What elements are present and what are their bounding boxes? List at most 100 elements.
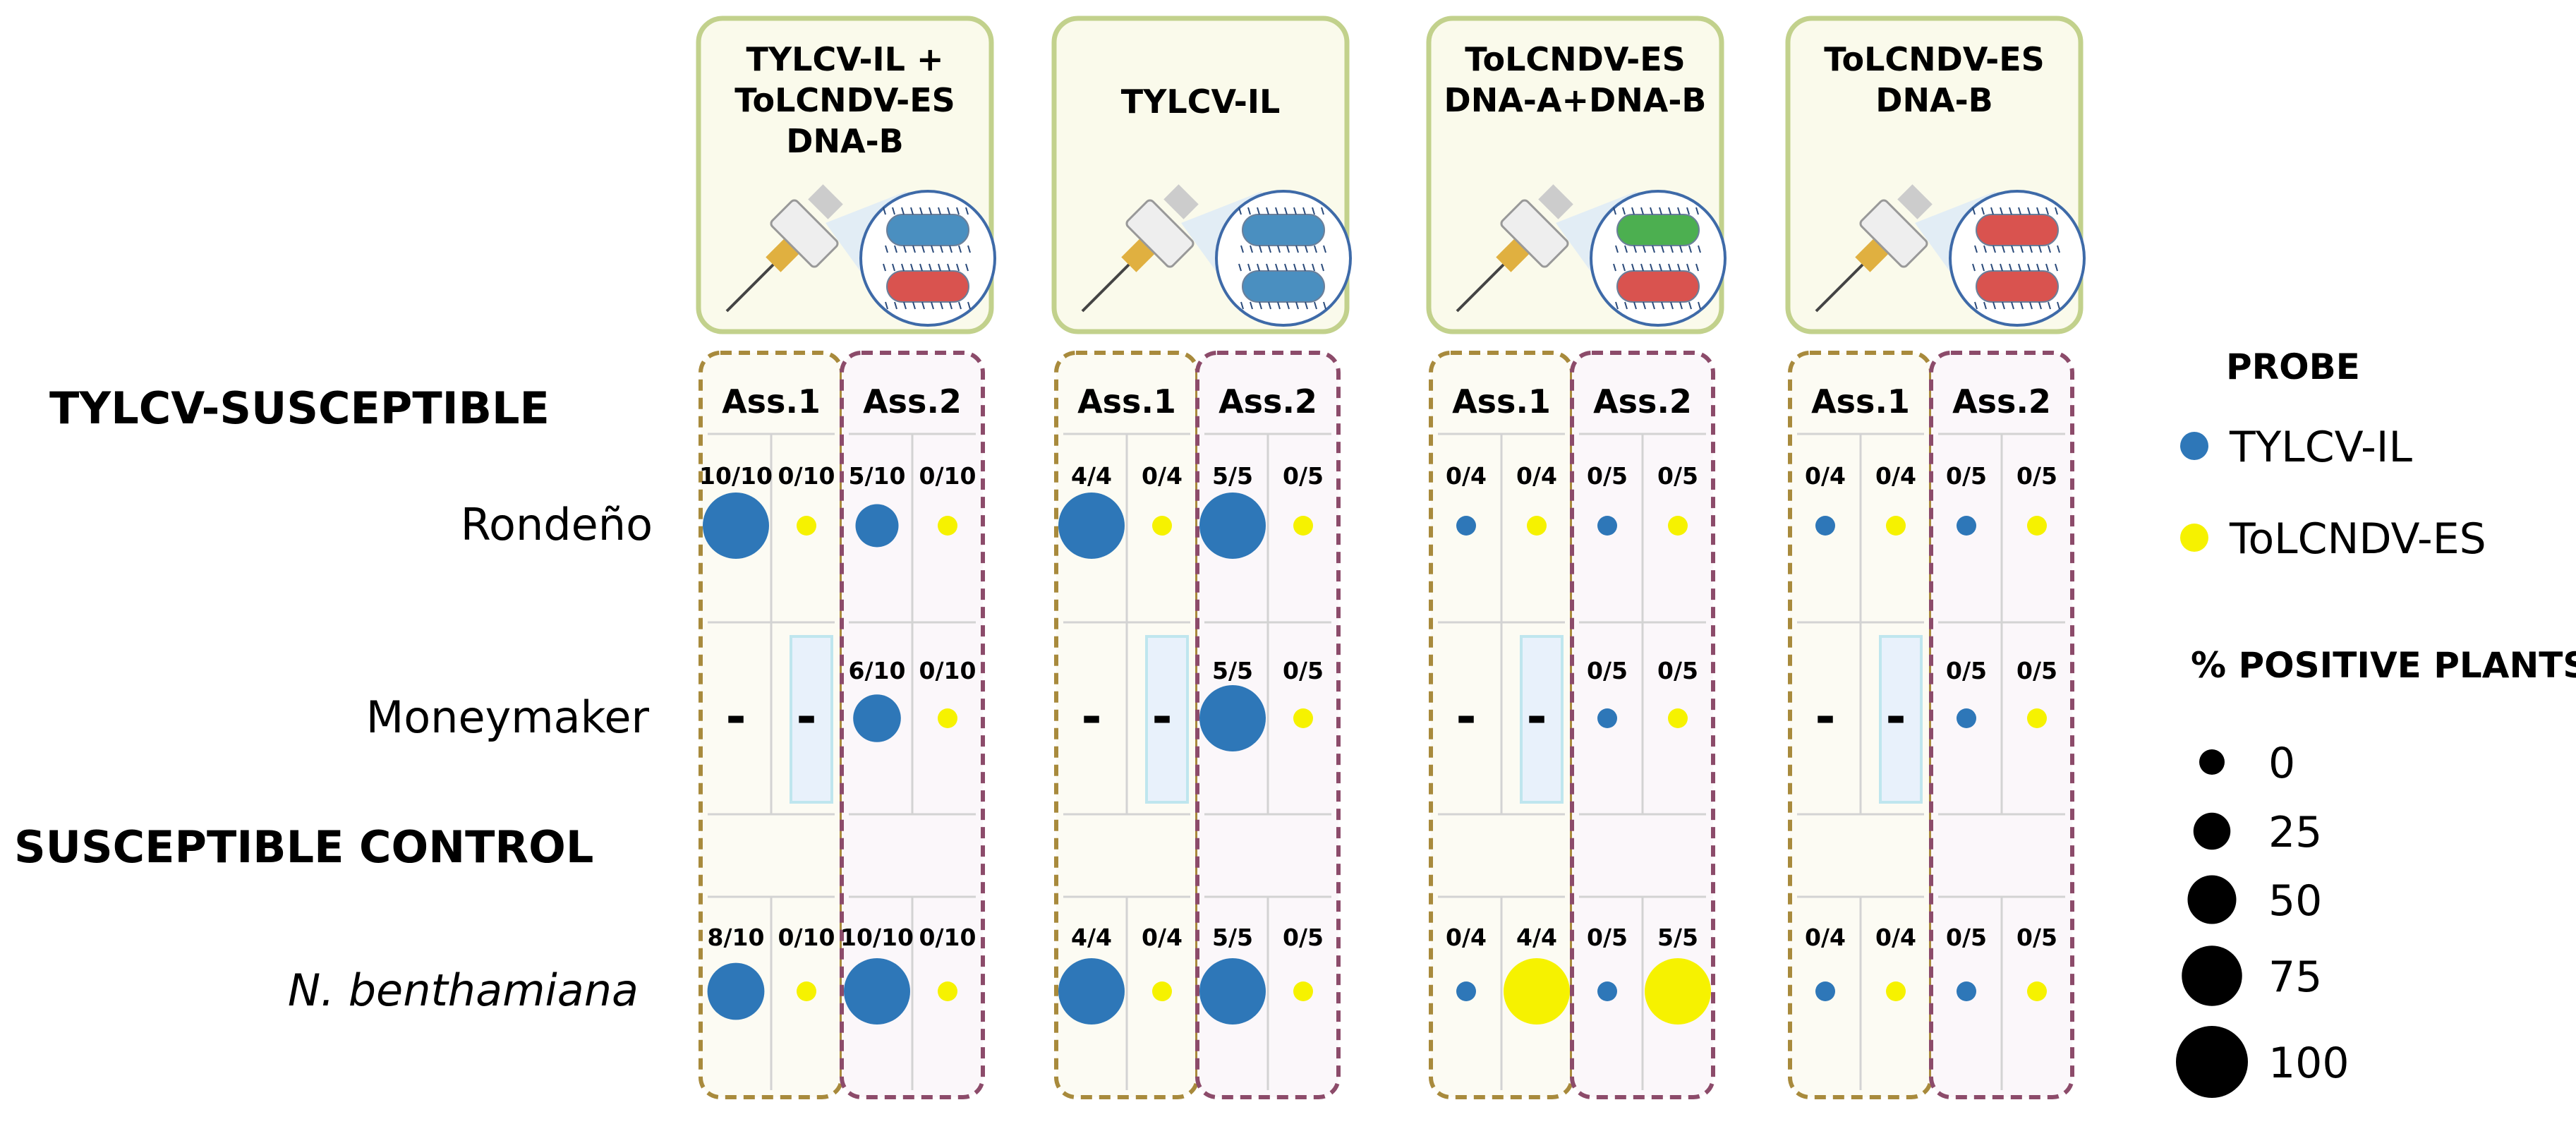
legend-size-dot [2199,749,2225,775]
bacterium-pilus [1983,245,1987,253]
tolcndv-es-dot [1886,981,1906,1001]
treatment-title: DNA-B [786,122,903,160]
legend-size-dot [2182,945,2242,1006]
bacterium-pilus [1613,263,1616,272]
legend-probe-swatch [2180,432,2208,460]
bacterium-pilus [1321,263,1324,272]
bacterium-pilus [1323,245,1326,253]
legend-size-label: 100 [2268,1039,2350,1088]
bacterium-pilus [1238,263,1242,272]
bacterium-pilus [2027,263,2031,272]
tylcv-il-dot [1199,492,1266,559]
bacterium-pilus [1259,301,1262,310]
tylcv-il-dot [1957,981,1976,1001]
legend-size-title: % POSITIVE PLANTS [2191,645,2576,686]
bacterium-icon [1976,270,2059,303]
tolcndv-es-dot [1152,981,1172,1001]
plant-label: Moneymaker [366,691,650,743]
bacterium-pilus [938,263,941,272]
syringe-plunger [1897,184,1933,219]
bacterium-pilus [1990,263,1994,272]
tylcv-il-dot [1058,492,1125,559]
result-ratio: 0/4 [1446,462,1487,490]
bacterium-pilus [947,207,950,215]
bacterium-pilus [910,207,914,215]
bacterium-pilus [1305,245,1308,253]
tylcv-il-dot [1456,981,1476,1001]
assay-label: Ass.1 [1452,382,1551,421]
zoom-circle [1215,190,1352,327]
result-ratio: 0/4 [1142,924,1183,951]
bacterium-pilus [1990,207,1994,215]
tolcndv-es-dot [938,708,957,728]
bacterium-pilus [1240,301,1244,310]
bacterium-pilus [1250,301,1253,310]
bacterium-pilus [1312,207,1315,215]
bacterium-pilus [2020,301,2024,310]
bacterium-pilus [1670,245,1674,253]
legend-probe-label: ToLCNDV-ES [2229,514,2486,564]
bacterium-pilus [1679,301,1683,310]
result-ratio: 5/10 [849,462,906,490]
bacterium-icon [1616,214,1700,246]
tolcndv-es-dot [938,981,957,1001]
bacterium-pilus [1688,245,1692,253]
assay-label: Ass.2 [1219,382,1317,421]
legend-size-dot [2187,875,2237,924]
legend-size-label: 75 [2268,953,2322,1002]
legend-size-label: 50 [2268,876,2322,926]
treatment-title: ToLCNDV-ES [1465,40,1686,78]
bacterium-pilus [1302,263,1306,272]
bacterium-pilus [947,263,950,272]
bacterium-pilus [1640,207,1644,215]
placeholder-box [1520,635,1564,804]
tylcv-il-dot [1957,708,1976,728]
bacterium-pilus [1240,245,1244,253]
bacterium-pilus [940,245,943,253]
bacterium-pilus [1972,207,1976,215]
bacterium-pilus [2027,207,2031,215]
syringe-plunger [1538,184,1573,219]
bacterium-pilus [1277,301,1281,310]
bacterium-pilus [2048,245,2051,253]
bacterium-pilus [2045,207,2049,215]
bacterium-pilus [1323,301,1326,310]
result-ratio: 0/10 [919,924,976,951]
tolcndv-es-dot [2027,516,2047,536]
bacterium-pilus [1266,263,1269,272]
result-ratio: 4/4 [1516,924,1557,951]
bacterium-pilus [965,263,969,272]
treatment-title: TYLCV-IL [1121,83,1281,121]
result-ratio: 5/5 [1212,657,1253,684]
bacterium-pilus [1631,263,1635,272]
bacterium-pilus [885,301,888,310]
bacterium-pilus [965,207,969,215]
result-ratio: 6/10 [849,657,906,684]
bacterium-pilus [1698,301,1701,310]
bacterium-pilus [1302,207,1306,215]
bacterium-pilus [2011,245,2014,253]
bacterium-pilus [2020,245,2024,253]
syringe-needle [1081,260,1133,313]
bacterium-pilus [1312,263,1315,272]
bacterium-pilus [1993,245,1996,253]
bacterium-pilus [2055,207,2058,215]
bacterium-pilus [912,301,916,310]
result-ratio: 0/5 [1657,462,1698,490]
plant-label: N. benthamiana [288,965,639,1016]
result-ratio: 0/10 [778,924,835,951]
bacterium-pilus [1622,263,1626,272]
bacterium-pilus [912,245,916,253]
tolcndv-es-dot [1152,516,1172,536]
result-ratio: 4/4 [1071,462,1112,490]
legend-probe-title: PROBE [2226,346,2360,387]
bacterium-icon [1616,270,1700,303]
tolcndv-es-dot [2027,708,2047,728]
syringe-needle [1815,260,1867,313]
bacterium-pilus [949,245,953,253]
syringe-barrel [1125,199,1195,268]
bacterium-icon [1242,214,1325,246]
